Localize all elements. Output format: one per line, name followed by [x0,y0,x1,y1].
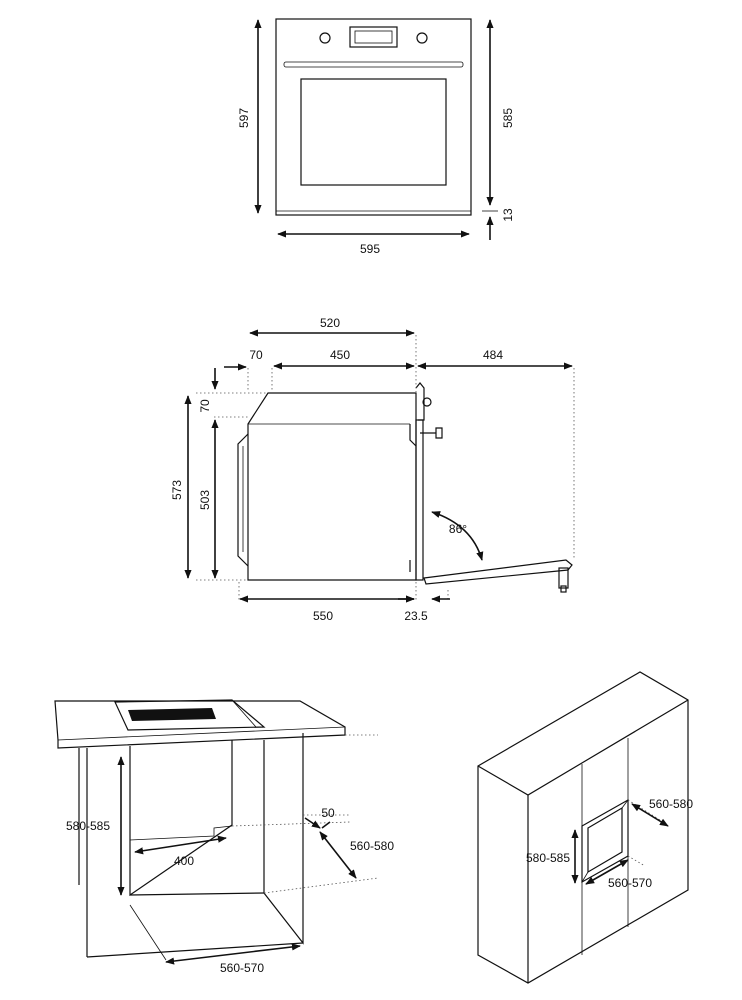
under-niche-depth-label: 560-580 [350,839,394,853]
under-niche-width-dimension [165,943,301,965]
column-niche-width-label: 560-570 [608,876,652,890]
under-niche-width-label: 560-570 [220,961,264,975]
side-depth-bottom-label: 550 [313,609,333,623]
column-niche-depth-dimension [631,803,669,827]
under-rear-gap-label: 50 [321,806,335,820]
side-door-angle-arc [431,511,484,561]
side-offset-left-label: 70 [249,348,263,362]
side-door-swing-label: 484 [483,348,503,362]
side-depth-top-label: 520 [320,316,340,330]
front-gap-label: 13 [501,208,515,222]
front-height-total-label: 597 [237,108,251,128]
side-view: 520 70 450 484 70 573 503 86° 550 23.5 [170,316,575,623]
front-height-upper-label: 585 [501,108,515,128]
under-vent-width-dimension [134,835,227,855]
front-width-label: 595 [360,242,380,256]
oven-side-profile [237,382,573,593]
under-vent-width-label: 400 [174,854,194,868]
side-height-body-label: 503 [198,490,212,510]
side-door-angle-label: 86° [449,522,467,536]
column-niche-width-dimension [585,859,629,885]
under-niche-depth-dimension [319,831,357,879]
under-niche-height-label: 580-585 [66,819,110,833]
under-counter-installation: 580-585 50 560-580 400 560-570 [54,699,394,975]
side-door-thickness-label: 23.5 [404,609,428,623]
side-offset-top-label: 70 [198,399,212,413]
column-installation: 560-580 580-585 560-570 [477,671,693,984]
column-niche-depth-label: 560-580 [649,797,693,811]
side-height-total-label: 573 [170,480,184,500]
side-depth-body-label: 450 [330,348,350,362]
front-view: 597 585 13 595 [237,18,515,256]
column-niche-height-label: 580-585 [526,851,570,865]
oven-front [275,18,472,216]
under-rear-gap-dimension [304,817,321,829]
